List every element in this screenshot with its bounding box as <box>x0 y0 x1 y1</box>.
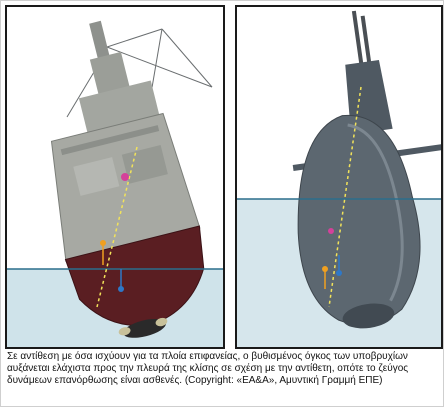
ship-hull <box>50 20 205 338</box>
metacenter-marker <box>328 228 334 234</box>
figure-caption: Σε αντίθεση με όσα ισχύουν για τα πλοία … <box>7 351 409 386</box>
submarine-illustration <box>235 5 443 349</box>
submarine-drawing <box>237 7 441 347</box>
vertical-centerline <box>328 86 362 308</box>
metacenter-marker <box>121 173 129 181</box>
surface-ship-illustration <box>5 5 225 349</box>
surface-ship-drawing <box>7 7 223 347</box>
